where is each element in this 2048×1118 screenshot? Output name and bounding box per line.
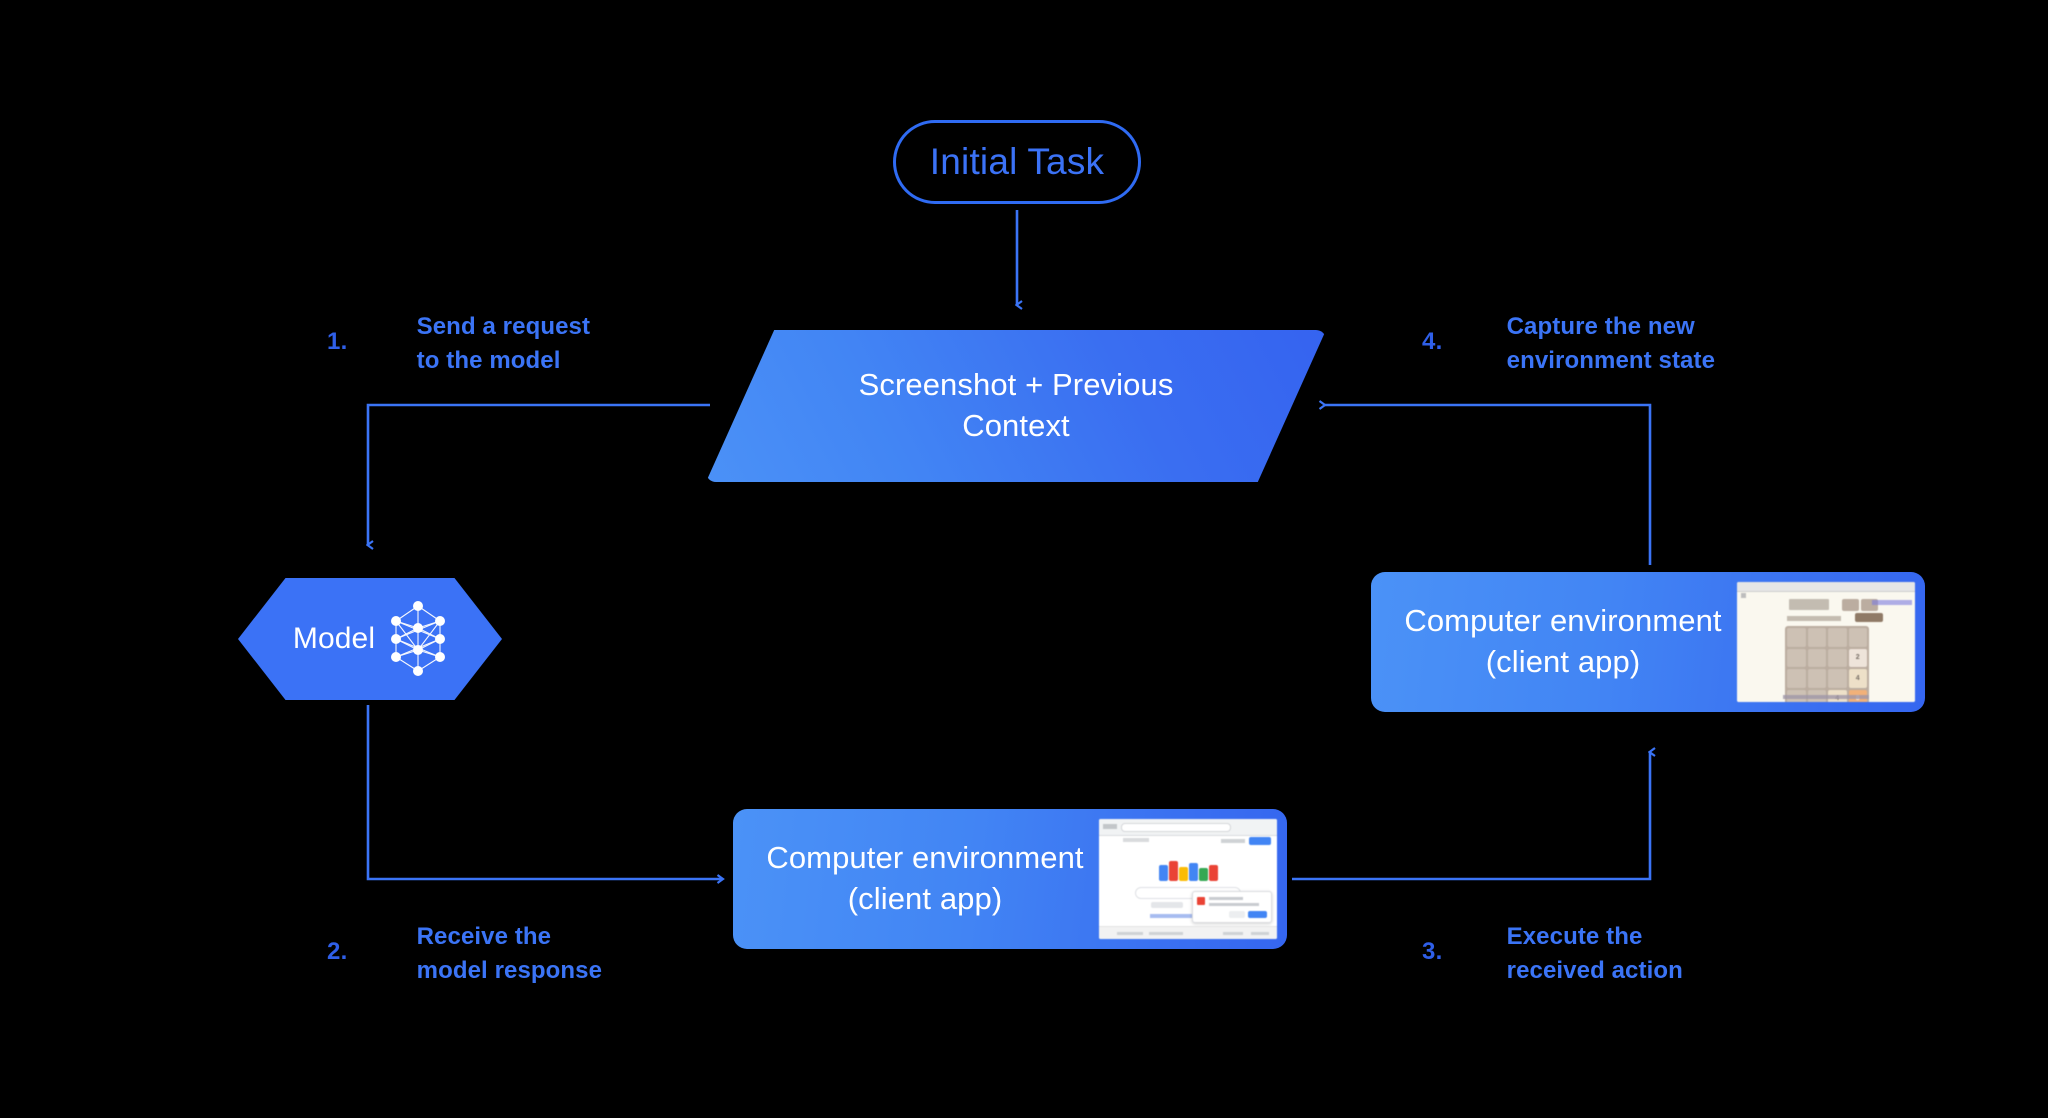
environment-bottom-line1: Computer environment [766, 840, 1084, 876]
page-header-links [1221, 839, 1245, 843]
footer-link [1149, 932, 1183, 935]
footer-link [1117, 932, 1143, 935]
context-node[interactable]: Screenshot + Previous Context [706, 330, 1326, 482]
game-subtitle [1787, 616, 1841, 621]
footer-link [1223, 932, 1243, 935]
step-3-text: Execute the received action [1506, 923, 1683, 985]
step-2-text: Receive the model response [416, 923, 603, 985]
context-node-line1: Screenshot + Previous [858, 367, 1174, 403]
score-box [1842, 599, 1859, 611]
model-node[interactable]: Model [238, 578, 502, 700]
step-label-2: 2. Receive the model response [327, 920, 602, 988]
dialog-body [1209, 903, 1259, 906]
tile: 2 [1848, 648, 1867, 667]
browser-titlebar [1737, 582, 1915, 592]
step-1-number: 1. [327, 328, 348, 355]
dialog-icon [1197, 897, 1205, 905]
context-node-text: Screenshot + Previous Context [706, 330, 1326, 482]
environment-node-bottom[interactable]: Computer environment (client app) [733, 809, 1287, 949]
step-label-3: 3. Execute the received action [1422, 920, 1683, 988]
footer-link [1251, 932, 1269, 935]
tile [1787, 648, 1806, 667]
context-node-shape [706, 330, 1326, 482]
tile [1787, 669, 1806, 688]
environment-bottom-thumbnail [1099, 819, 1277, 939]
environment-node-right[interactable]: Computer environment (client app) [1371, 572, 1925, 712]
game-2048-screenshot: 2 4 4 8 [1737, 582, 1915, 702]
page-footer [1099, 926, 1277, 939]
arrow-context-to-model [368, 403, 710, 545]
neural-network-icon [391, 601, 446, 676]
step-1-text: Send a request to the model [416, 313, 591, 375]
tile [1807, 669, 1826, 688]
tile [1807, 628, 1826, 647]
arrow-environment-to-environment [1292, 752, 1650, 881]
tile [1828, 628, 1847, 647]
game-board: 2 4 4 8 [1785, 626, 1869, 702]
initial-task-label: Initial Task [929, 141, 1105, 182]
model-node-content: Model [238, 578, 502, 700]
step-3-number: 3. [1422, 938, 1443, 965]
dialog-cancel-button [1229, 911, 1245, 918]
environment-bottom-line2: (client app) [847, 881, 1003, 916]
tile [1828, 648, 1847, 667]
model-node-label: Model [292, 622, 376, 655]
step-label-1: 1. Send a request to the model [327, 310, 590, 378]
google-logo [1157, 859, 1219, 881]
environment-right-text: Computer environment (client app) [1371, 601, 1737, 683]
tile [1787, 628, 1806, 647]
dialog-title [1209, 897, 1243, 900]
bookmarks-bar [1123, 838, 1149, 842]
step-4-text: Capture the new environment state [1506, 313, 1716, 375]
initial-task-node[interactable]: Initial Task [893, 120, 1141, 204]
game-title-text [1789, 599, 1829, 610]
language-links [1150, 914, 1226, 918]
sign-in-button [1249, 837, 1271, 845]
browser-tab-icon [1741, 593, 1746, 598]
tile [1828, 669, 1847, 688]
environment-right-line2: (client app) [1485, 644, 1641, 679]
environment-right-line1: Computer environment [1404, 603, 1722, 639]
google-search-screenshot [1099, 819, 1277, 939]
browser-url-bar [1121, 823, 1231, 832]
context-node-line2: Context [962, 408, 1070, 443]
dialog-confirm-button [1248, 911, 1267, 918]
arrow-model-to-environment [366, 705, 725, 884]
model-node-shape [238, 578, 502, 700]
environment-right-thumbnail: 2 4 4 8 [1737, 582, 1915, 702]
popup-dialog [1192, 891, 1272, 923]
step-4-number: 4. [1422, 328, 1443, 355]
tile [1807, 648, 1826, 667]
browser-nav-buttons [1103, 824, 1117, 829]
tile [1848, 628, 1867, 647]
step-label-4: 4. Capture the new environment state [1422, 310, 1715, 378]
new-game-button [1855, 613, 1883, 622]
step-2-number: 2. [327, 938, 348, 965]
game-footer-text [1783, 695, 1869, 699]
tile: 4 [1848, 669, 1867, 688]
environment-bottom-text: Computer environment (client app) [733, 838, 1099, 920]
header-links [1872, 600, 1912, 605]
google-search-button [1151, 902, 1183, 908]
arrow-environment-to-context [1318, 400, 1652, 565]
